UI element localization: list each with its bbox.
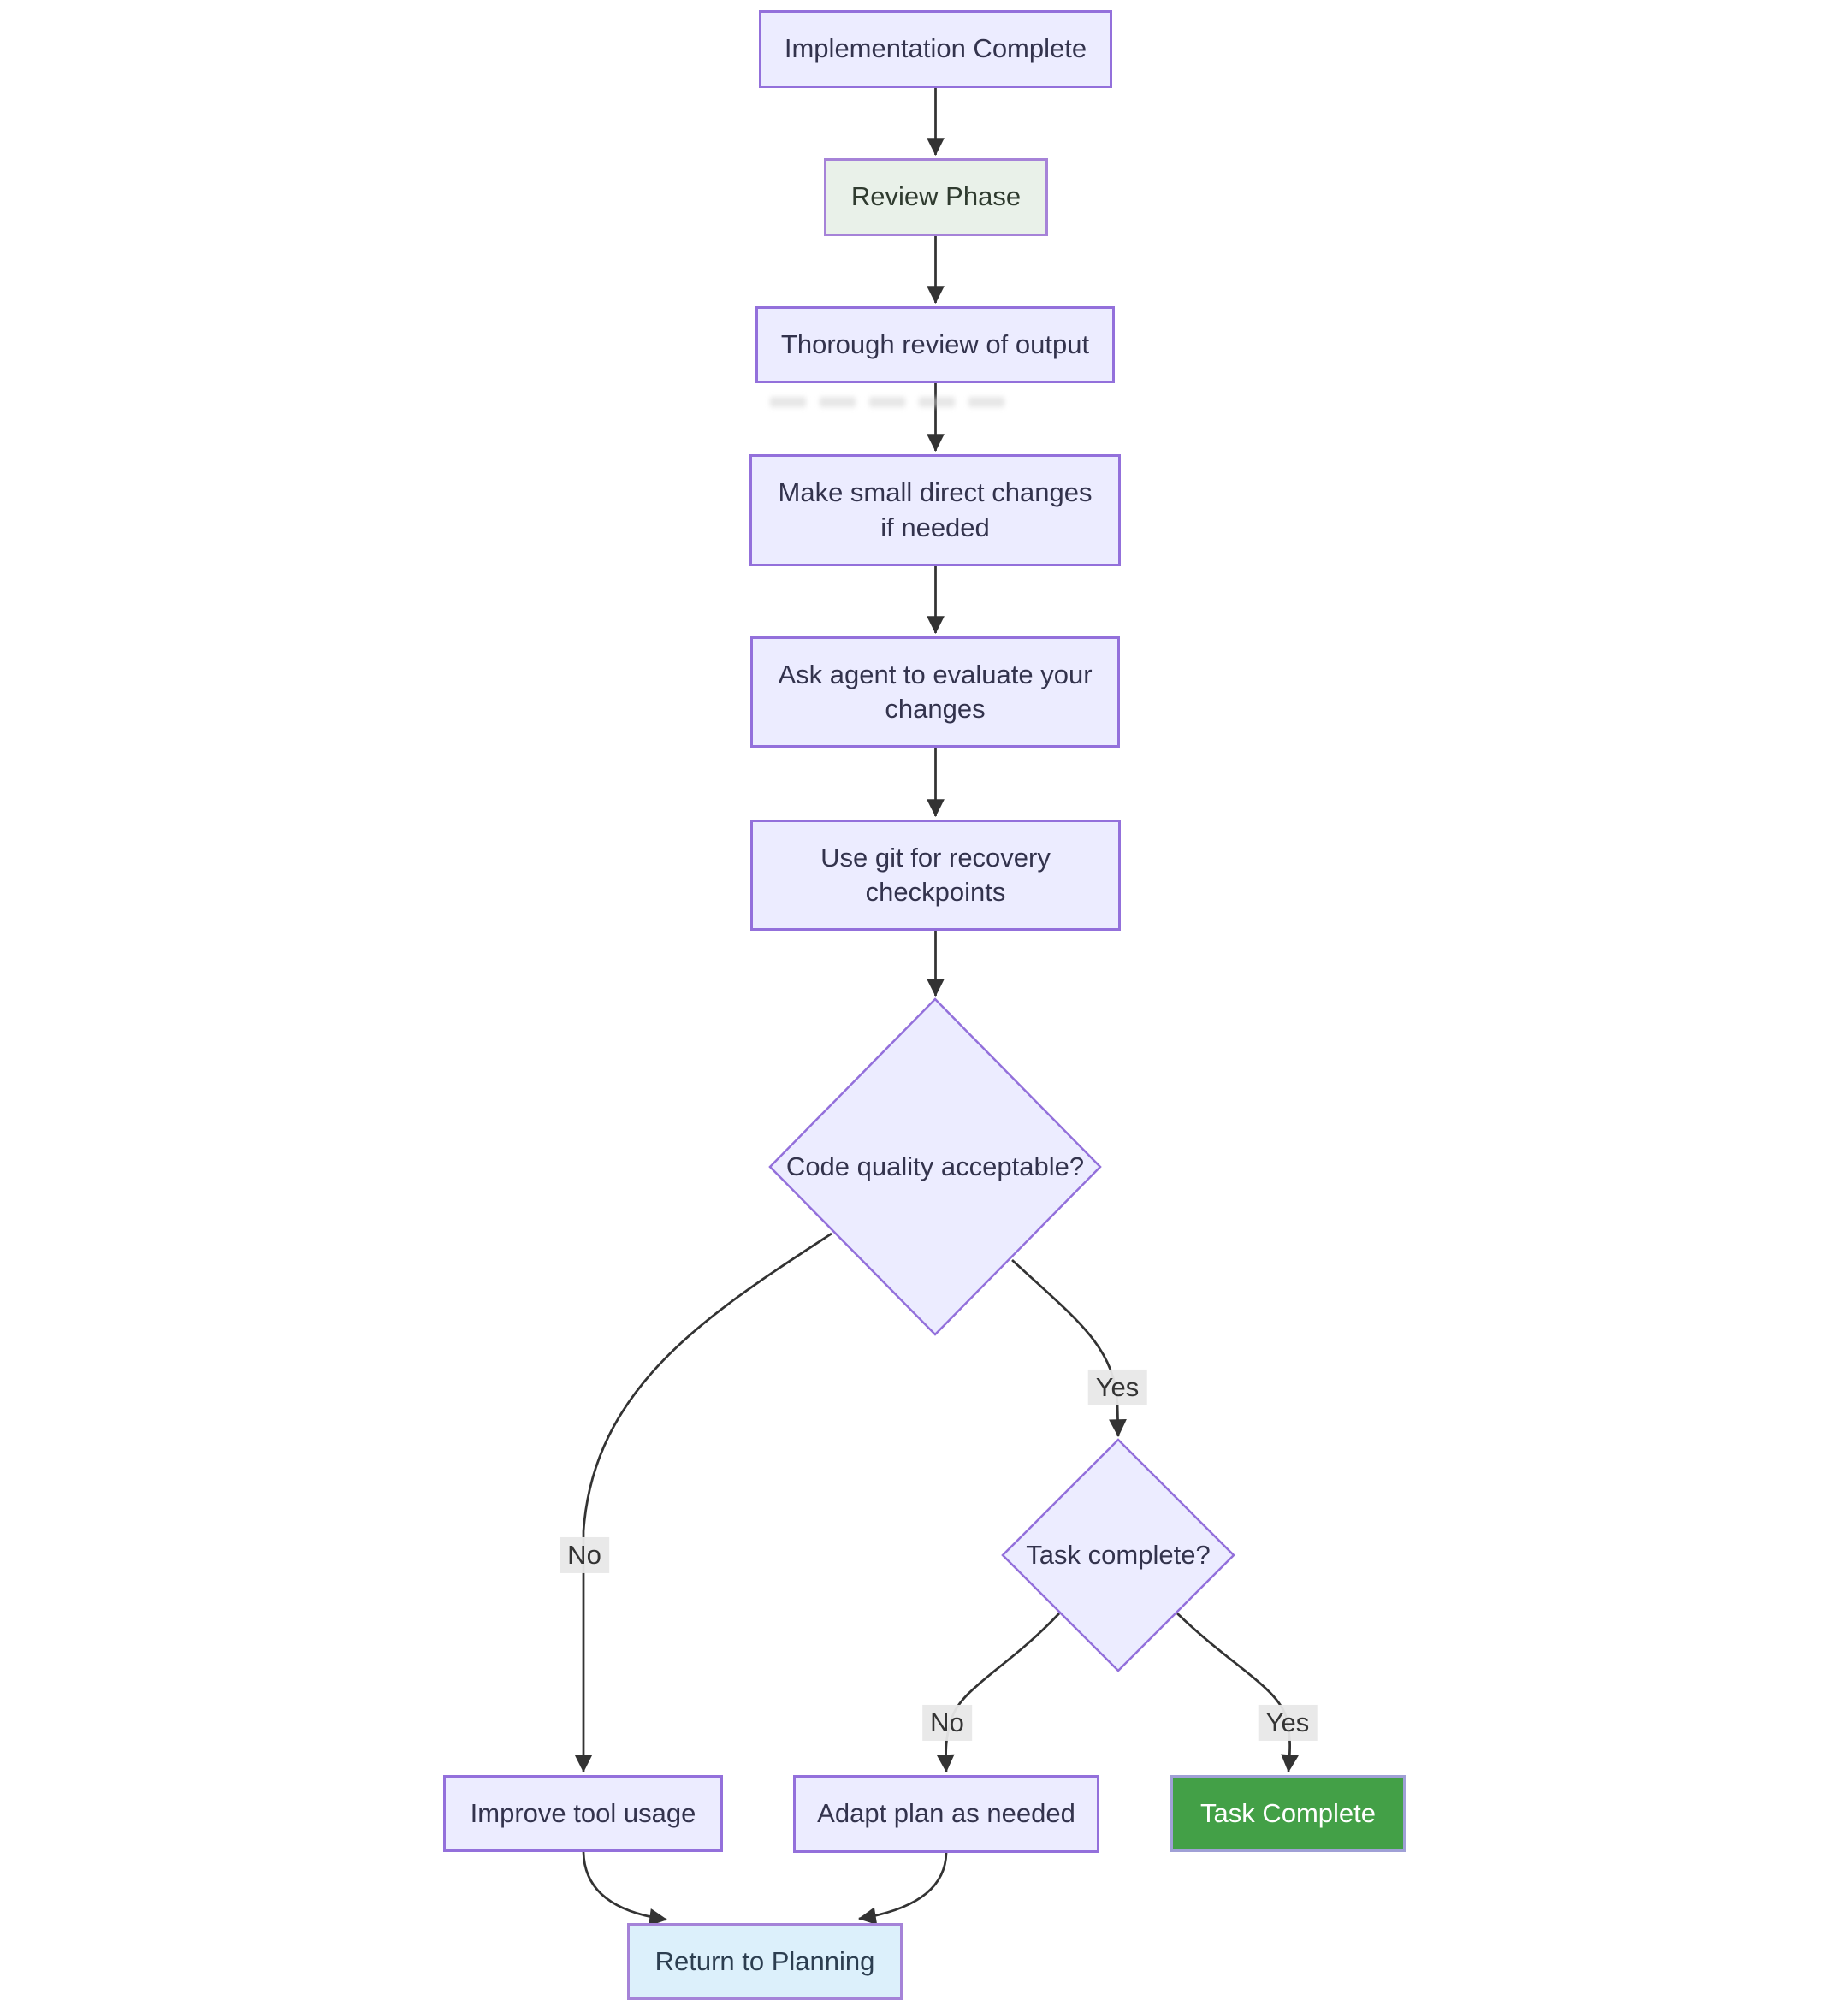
decision-task-complete-shape: [1001, 1438, 1235, 1672]
node-review-phase: Review Phase: [824, 158, 1048, 236]
node-return-to-planning: Return to Planning: [627, 1923, 903, 2000]
edge-code-quality-no: [574, 1232, 832, 1773]
node-adapt-plan: Adapt plan as needed: [793, 1775, 1099, 1853]
edge-task-decision-no: [936, 1613, 1061, 1773]
node-task-complete: Task Complete: [1170, 1775, 1406, 1852]
node-git-checkpoints: Use git for recovery checkpoints: [750, 820, 1121, 931]
edge-code-quality-yes: [1011, 1258, 1127, 1438]
edge-label-code-quality-no: No: [560, 1536, 609, 1574]
node-make-small-changes: Make small direct changes if needed: [749, 454, 1121, 566]
edge-task-decision-yes: [1176, 1613, 1299, 1773]
edge-label-task-no: No: [922, 1704, 972, 1742]
node-implementation-complete: Implementation Complete: [759, 10, 1112, 88]
edge-label-code-quality-yes: Yes: [1087, 1369, 1147, 1406]
edge-label-task-yes: Yes: [1258, 1704, 1318, 1742]
decision-code-quality-label: Code quality acceptable?: [785, 1151, 1085, 1181]
decision-code-quality-shape: [768, 997, 1102, 1336]
node-ask-agent-evaluate: Ask agent to evaluate your changes: [750, 636, 1120, 748]
edge-improve-to-return: [582, 1851, 668, 1926]
node-improve-tool-usage: Improve tool usage: [443, 1775, 723, 1852]
render-ghost-artifact: [770, 397, 1015, 407]
decision-task-complete-label: Task complete?: [1026, 1540, 1211, 1570]
edge-adapt-to-return: [857, 1852, 948, 1926]
node-thorough-review: Thorough review of output: [755, 306, 1115, 383]
